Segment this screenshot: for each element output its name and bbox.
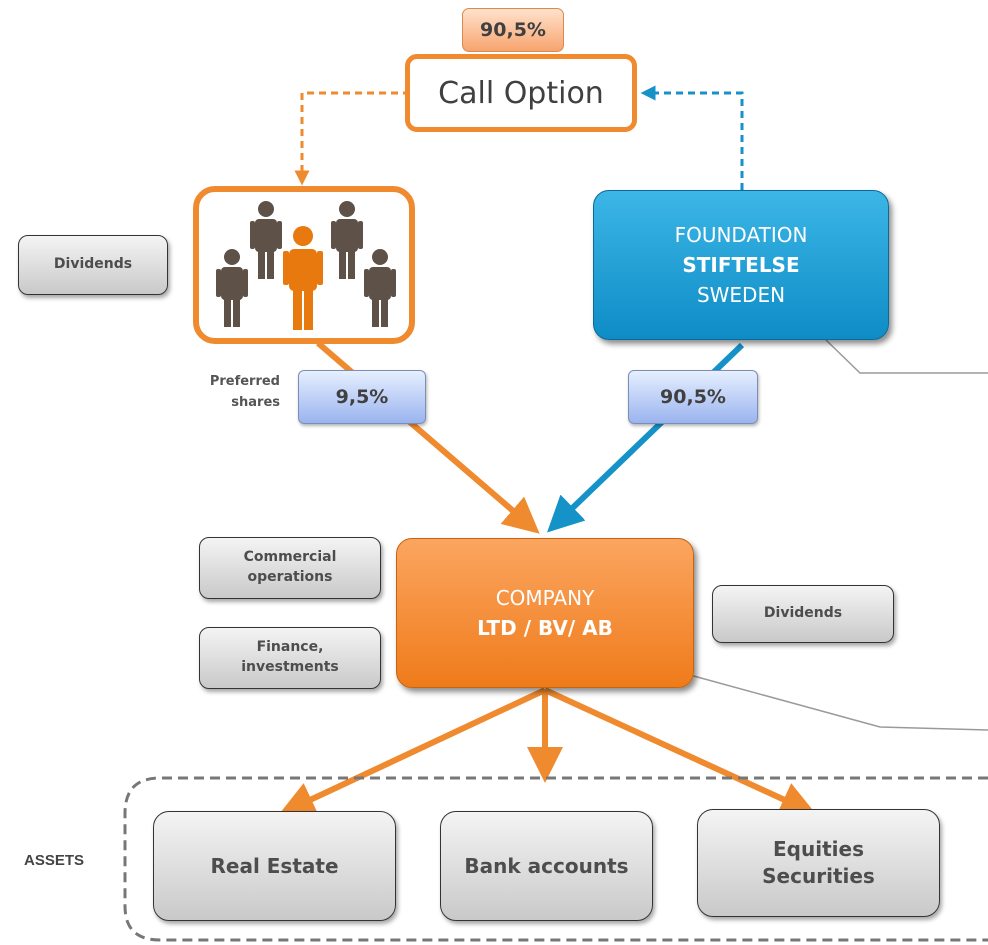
dividends-right-box: Dividends	[712, 585, 894, 643]
call-option-box: Call Option	[405, 54, 637, 132]
finance-line2: investments	[241, 659, 339, 675]
call-option-percent: 90,5%	[462, 8, 564, 52]
preferred-label-line1: Preferred	[209, 374, 280, 389]
preferred-shares-label: Preferred shares	[180, 372, 280, 414]
commercial-line2: operations	[247, 569, 333, 585]
foundation-line2: STIFTELSE	[682, 253, 800, 277]
preferred-label-line2: shares	[231, 394, 280, 410]
finance-line1: Finance,	[256, 639, 324, 656]
finance-investments-box: Finance, investments	[199, 627, 381, 689]
foundation-to-call-option-arrow	[640, 85, 744, 190]
foundation-percent-box: 90,5%	[628, 370, 758, 424]
real-estate-box: Real Estate	[153, 811, 396, 921]
company-to-real-estate-arrow	[278, 687, 547, 816]
equities-line2: Securities	[762, 864, 875, 888]
bank-accounts-box: Bank accounts	[440, 811, 653, 921]
call-option-to-people-arrow	[294, 91, 410, 186]
equities-securities-box: Equities Securities	[697, 809, 940, 917]
company-line1: COMPANY	[495, 586, 595, 610]
foundation-pointer-line	[825, 339, 988, 374]
company-pointer-line	[689, 674, 988, 731]
foundation-box: FOUNDATION STIFTELSE SWEDEN	[593, 190, 889, 340]
assets-label: ASSETS	[24, 852, 85, 869]
company-to-equities-arrow	[543, 687, 817, 816]
company-box: COMPANY LTD / BV/ AB	[396, 538, 694, 688]
company-line2: LTD / BV/ AB	[477, 616, 613, 640]
equities-line1: Equities	[773, 837, 864, 861]
foundation-line1: FOUNDATION	[674, 223, 808, 247]
dividends-left-box: Dividends	[18, 235, 168, 295]
assets-container	[123, 776, 988, 942]
commercial-operations-box: Commercial operations	[199, 537, 381, 599]
people-group-icon	[216, 201, 396, 330]
foundation-line3: SWEDEN	[696, 283, 786, 307]
shareholders-box	[193, 186, 415, 344]
preferred-percent-box: 9,5%	[298, 370, 426, 424]
commercial-line1: Commercial	[243, 549, 337, 566]
